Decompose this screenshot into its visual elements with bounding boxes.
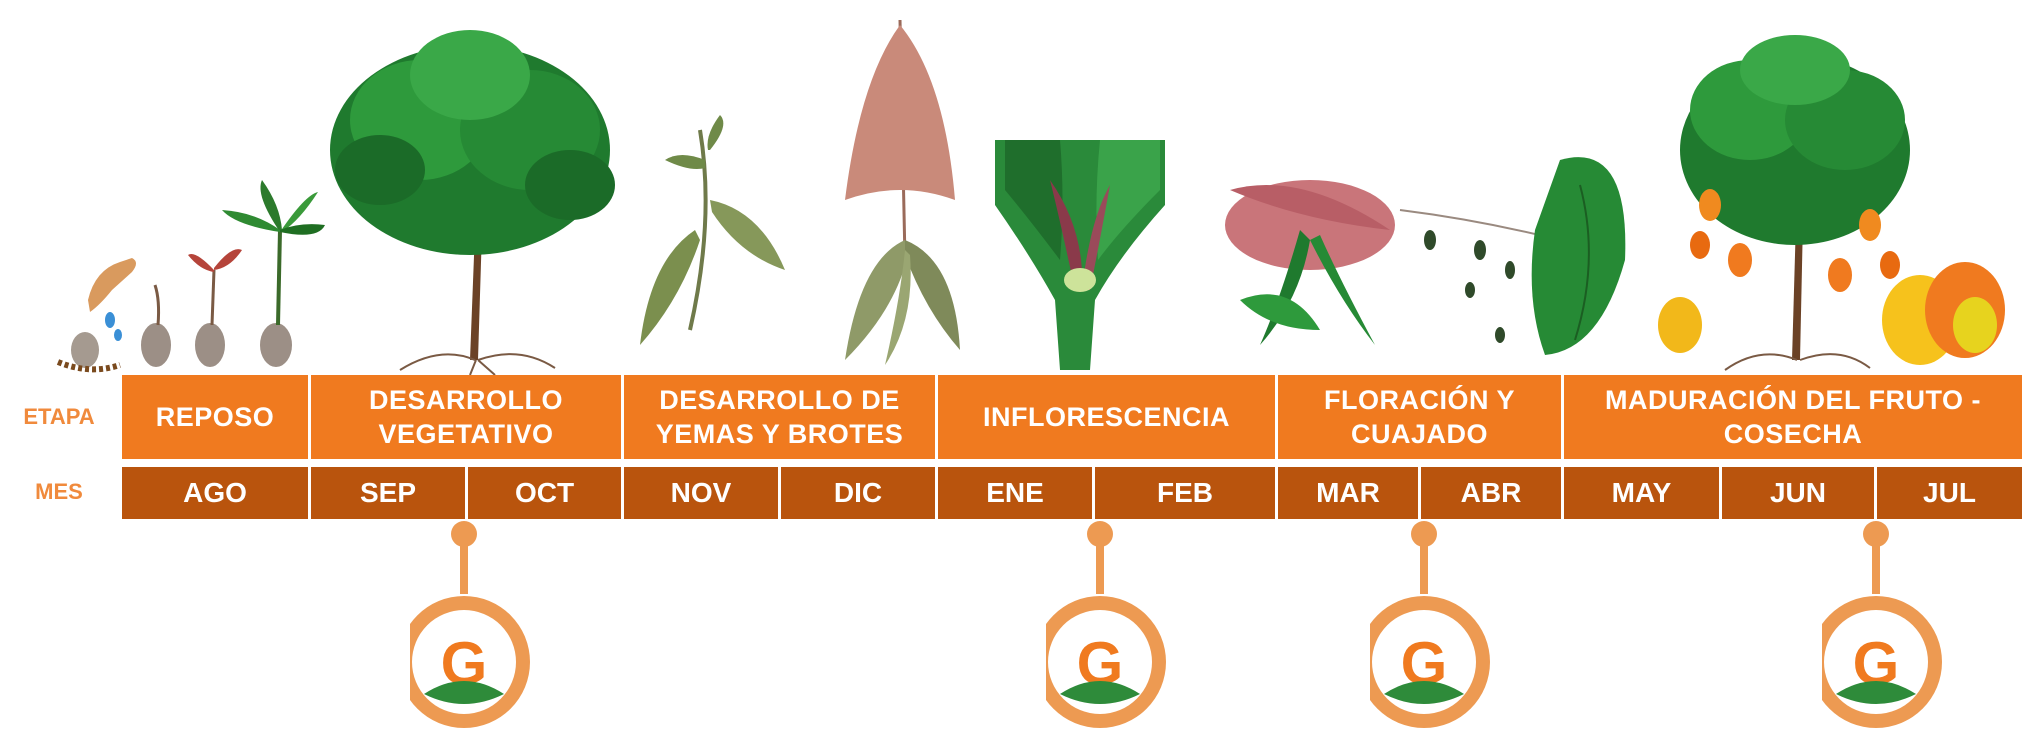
badge-sep: G — [410, 521, 530, 728]
month-cell: JUN — [1722, 467, 1877, 519]
month-cell: DIC — [781, 467, 938, 519]
ripe-mango-icon — [1658, 262, 2005, 365]
seed-hand-icon — [56, 258, 136, 373]
month-cell: OCT — [468, 467, 624, 519]
month-cell: NOV — [624, 467, 781, 519]
month-cell: MAY — [1564, 467, 1722, 519]
badge-ene: G — [1046, 521, 1166, 728]
month-row: AGO SEP OCT NOV DIC ENE FEB MAR ABR MAY … — [122, 467, 2022, 519]
month-row-label: MES — [35, 479, 83, 504]
mango-tree-icon — [330, 30, 615, 375]
stage-reposo: REPOSO — [122, 375, 311, 459]
month-cell: MAR — [1278, 467, 1421, 519]
stage-desarrollo-yemas-brotes: DESARROLLO DE YEMAS Y BROTES — [624, 375, 938, 459]
badge-jun: G — [1822, 521, 1942, 728]
stage-floracion-cuajado: FLORACIÓN Y CUAJADO — [1278, 375, 1564, 459]
stage-maduracion-cosecha: MADURACIÓN DEL FRUTO - COSECHA — [1564, 375, 2022, 459]
flowering-branch-icon — [1225, 180, 1395, 345]
fruit-set-branch-icon — [1399, 157, 1626, 355]
plant-illustrations — [56, 19, 2005, 375]
stage-row: REPOSO DESARROLLO VEGETATIVO DESARROLLO … — [122, 375, 2022, 459]
badge-mar: G — [1370, 521, 1490, 728]
stage-inflorescencia: INFLORESCENCIA — [938, 375, 1278, 459]
stage-desarrollo-vegetativo: DESARROLLO VEGETATIVO — [311, 375, 624, 459]
month-cell: FEB — [1095, 467, 1278, 519]
inflorescence-closeup-icon — [995, 140, 1165, 370]
month-cell: ENE — [938, 467, 1095, 519]
month-cell: ABR — [1421, 467, 1564, 519]
stage-row-label: ETAPA — [23, 404, 95, 429]
fruiting-tree-icon — [1680, 35, 1910, 371]
month-cell: AGO — [122, 467, 311, 519]
panicle-icon — [845, 19, 960, 365]
month-cell: JUL — [1877, 467, 2022, 519]
seedlings-icon — [141, 180, 325, 367]
sprout-branch-icon — [640, 115, 785, 345]
month-cell: SEP — [311, 467, 468, 519]
